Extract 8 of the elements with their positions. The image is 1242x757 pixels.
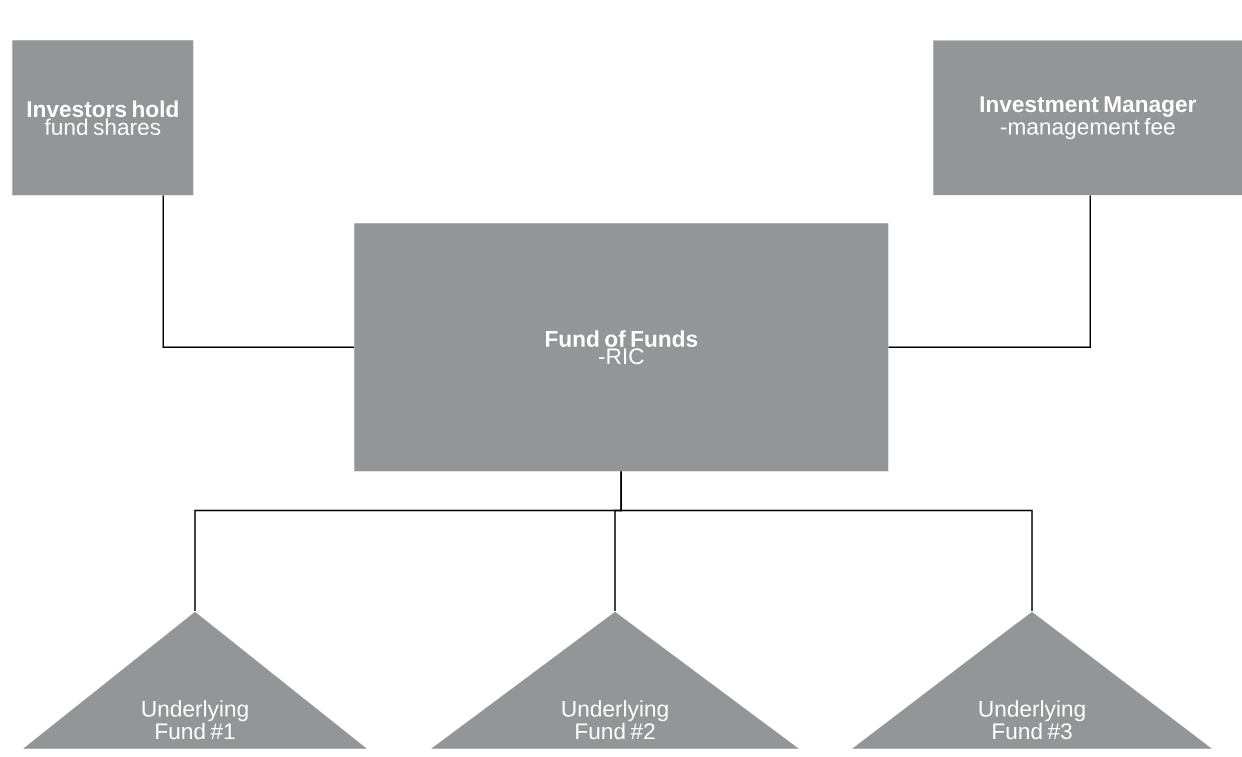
- connector-line: [620, 470, 1033, 612]
- box: Fund of Funds -RIC: [354, 223, 889, 472]
- triangle: Underlying Fund #1: [23, 611, 367, 749]
- box: Investment Manager -management fee: [933, 40, 1242, 196]
- triangle: Underlying Fund #3: [852, 611, 1212, 749]
- connector-line: [887, 194, 1091, 348]
- box: Investors hold fund shares: [12, 40, 194, 196]
- triangle: Underlying Fund #2: [431, 611, 799, 749]
